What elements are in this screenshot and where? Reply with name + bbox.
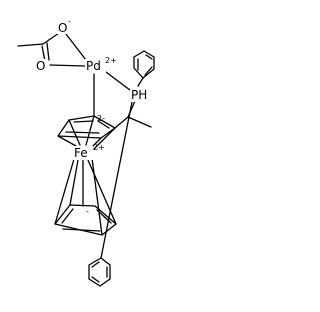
cp-upper-inner-3 xyxy=(97,120,110,129)
cp-lower-ring xyxy=(54,204,117,236)
iron-charge: 2+ xyxy=(93,143,105,152)
molecule-structure: O - O Pd 2+ PH 2- Fe 2+ - xyxy=(17,17,155,287)
phenyl-upper-ring xyxy=(133,50,155,79)
phenyl-upper-inner-3 xyxy=(144,66,153,76)
fe-cp1-d xyxy=(91,137,102,148)
phenyl-upper-inner-2 xyxy=(145,54,153,60)
phosphine-label: PH xyxy=(131,88,147,102)
fe-cp2-d xyxy=(87,159,117,225)
cyclopentadienyl-upper xyxy=(57,115,116,139)
fe-cp2-b xyxy=(69,159,79,206)
o-pd-bond xyxy=(49,64,86,67)
ch-ring-bond xyxy=(114,116,129,129)
fe-cp2-a xyxy=(54,158,75,225)
oxygen-carbonyl-label: O xyxy=(36,59,45,73)
fe-cp1-e xyxy=(93,127,116,150)
cyclopentadienyl-lower-charge: - xyxy=(86,207,89,216)
pd-p-bond xyxy=(105,71,131,91)
oxygen-anion-label: O xyxy=(58,21,67,35)
cp-lower-inner-1 xyxy=(61,208,74,224)
phenyl-upper xyxy=(133,50,155,87)
oxygen-anion-charge: - xyxy=(68,17,71,26)
ch-methyl-bond xyxy=(127,116,152,128)
palladium-charge: 2+ xyxy=(105,56,117,65)
phenyl-lower xyxy=(88,257,111,287)
fe-cp1-a xyxy=(57,135,77,147)
carboxyl-double-bond-a xyxy=(41,45,46,62)
fe-cp1-c xyxy=(85,115,95,146)
atom-labels: O - O Pd 2+ PH 2- Fe 2+ - xyxy=(35,17,150,216)
cp-upper-inner-2 xyxy=(73,120,94,123)
p-phenyl-bond xyxy=(137,77,144,87)
palladium-label: Pd xyxy=(86,59,101,73)
phenyl-lower-inner-3 xyxy=(91,276,100,283)
cp-lower-inner-3 xyxy=(62,228,101,232)
cp-upper-inner-1 xyxy=(65,131,100,134)
o-minus-pd-bond xyxy=(65,33,87,61)
carboxyl-double-bond-b xyxy=(46,42,50,61)
methyl-bond xyxy=(17,43,44,47)
acetate-ligand xyxy=(17,30,87,67)
cyclopentadienyl-upper-charge: 2- xyxy=(97,114,105,123)
palladium-bonds xyxy=(93,71,131,117)
cp-upper-ring xyxy=(57,115,116,139)
iron-label: Fe xyxy=(74,146,88,160)
fe-cp1-b xyxy=(68,119,81,146)
fe-cp2-e xyxy=(91,157,103,236)
phenyl-lower-ring xyxy=(88,257,111,287)
iron-bonds xyxy=(54,115,117,236)
phenyl-lower-inner-1 xyxy=(91,261,100,268)
cyclopentadienyl-lower xyxy=(54,204,117,236)
cp-lower-inner-2 xyxy=(96,209,112,224)
